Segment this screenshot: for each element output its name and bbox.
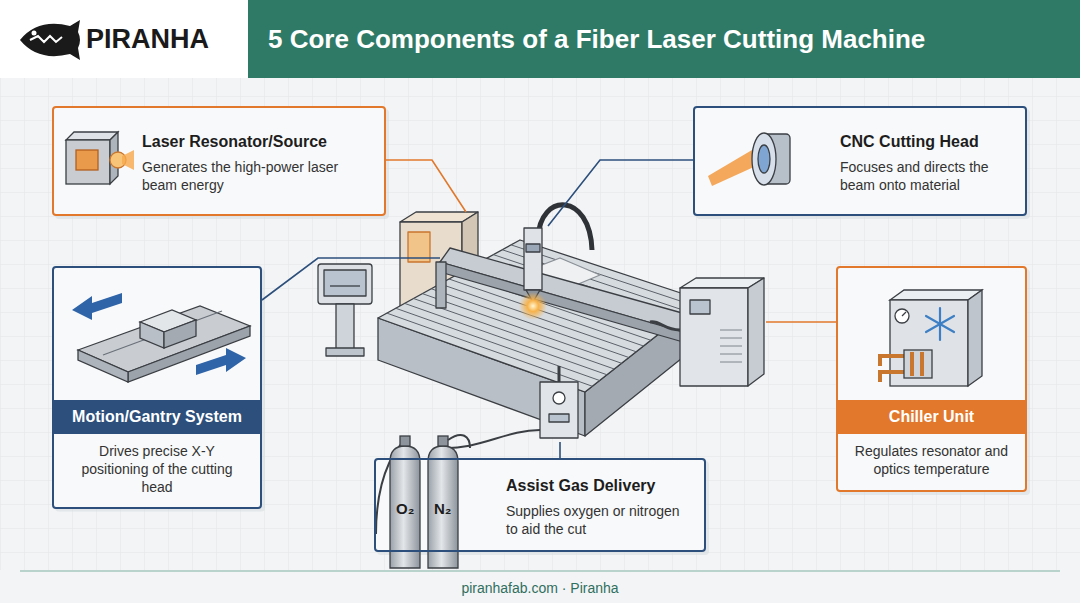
leader-lines (262, 160, 836, 458)
callout-heading: CNC Cutting Head (840, 132, 1013, 152)
callout-body: Supplies oxygen or nitrogen to aid the c… (506, 502, 694, 538)
callout-body: Focuses and directs the beam onto materi… (840, 158, 1013, 194)
box-fill (374, 458, 706, 552)
footer-rule (20, 571, 1060, 572)
callout-body: Regulates resonator and optics temperatu… (848, 442, 1015, 478)
logo-text: PIRANHA (86, 24, 209, 55)
cutting-head-icon (708, 133, 790, 186)
box-fill (52, 266, 262, 509)
callout-box: Assist Gas DeliverySupplies oxygen or ni… (374, 458, 706, 552)
caption: piranhafab.com · Piranha (0, 580, 1080, 596)
callout-body: Generates the high-power laser beam ener… (142, 158, 372, 194)
machine (318, 205, 764, 448)
callout-box: Chiller UnitRegulates resonator and opti… (836, 266, 1027, 492)
rail-slider-icon (72, 293, 250, 382)
logo-panel (0, 0, 248, 78)
gas-label: O₂ (396, 500, 414, 517)
callout-box: Laser Resonator/SourceGenerates the high… (52, 106, 386, 216)
fish-logo (20, 20, 80, 60)
grid (0, 78, 1080, 570)
callout-body: Drives precise X-Y positioning of the cu… (64, 442, 250, 497)
gas-cylinders (376, 435, 470, 568)
callout-box: Motion/Gantry SystemDrives precise X-Y p… (52, 266, 262, 509)
callout-heading: Laser Resonator/Source (142, 132, 372, 152)
box-fill (693, 106, 1027, 216)
gas-label: N₂ (434, 500, 452, 517)
callout-box: CNC Cutting HeadFocuses and directs the … (693, 106, 1027, 216)
callout-heading: Assist Gas Delivery (506, 476, 694, 496)
laser-source-icon (66, 132, 134, 184)
callout-heading: Chiller Unit (838, 400, 1025, 434)
callout-heading: Motion/Gantry System (54, 400, 260, 434)
chiller-icon (880, 290, 982, 386)
box-fill (52, 106, 386, 216)
bed-slat (387, 313, 592, 386)
box-fill (836, 266, 1027, 492)
title: 5 Core Components of a Fiber Laser Cutti… (268, 0, 925, 78)
header-band (248, 0, 1080, 78)
